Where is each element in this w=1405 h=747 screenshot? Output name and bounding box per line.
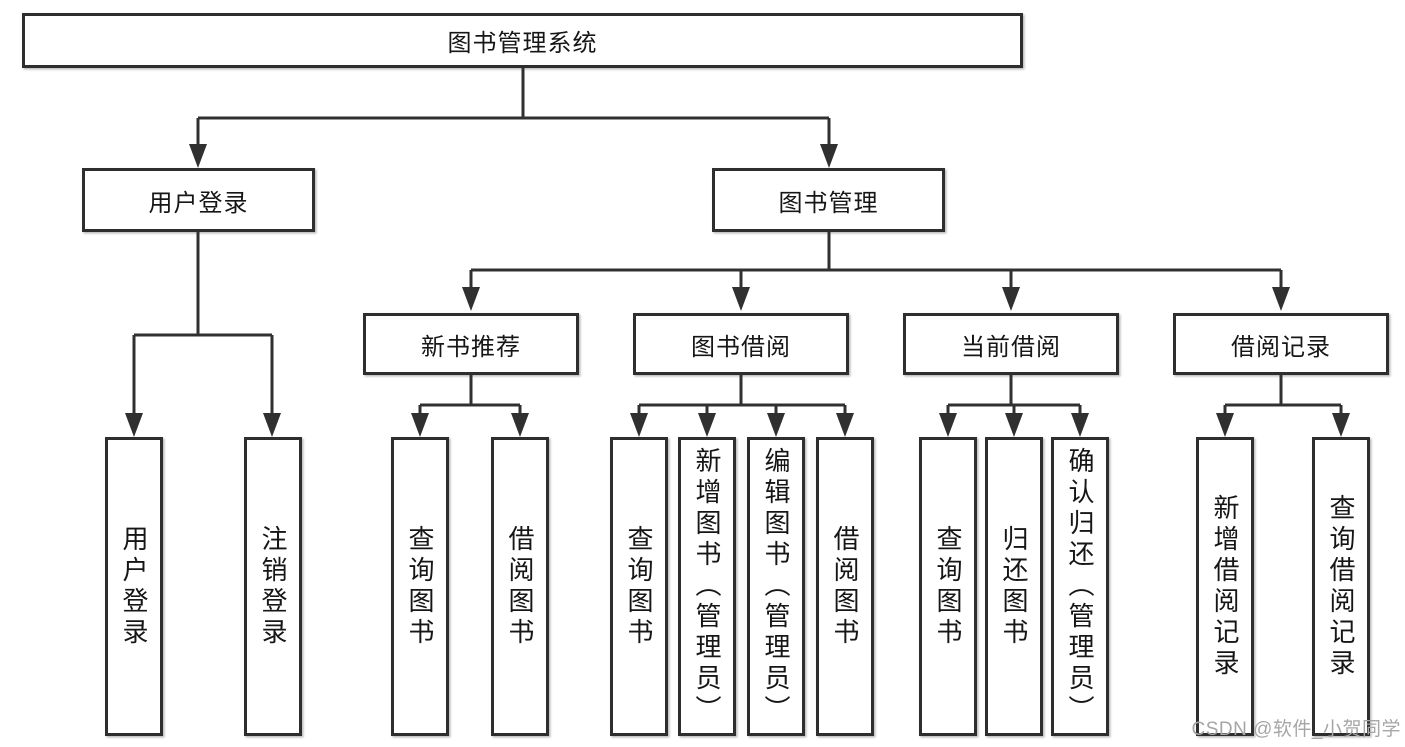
node-new-book-recommend: 新书推荐 bbox=[363, 313, 579, 375]
leaf-add-borrow-record: 新增借阅记录 bbox=[1196, 437, 1254, 736]
leaf-label: 借阅图书 bbox=[830, 524, 860, 649]
leaf-search-books-current: 查询图书 bbox=[919, 437, 977, 736]
leaf-add-books-admin: 新增图书（管理员） bbox=[678, 437, 736, 736]
node-user-login: 用户登录 bbox=[82, 168, 315, 232]
node-label: 图书管理系统 bbox=[447, 30, 598, 57]
node-label: 借阅记录 bbox=[1231, 333, 1331, 361]
node-label: 新书推荐 bbox=[421, 333, 521, 361]
leaf-label: 用户登录 bbox=[119, 524, 149, 649]
node-current-borrowing: 当前借阅 bbox=[903, 313, 1119, 375]
leaf-search-books-borrowing: 查询图书 bbox=[610, 437, 668, 736]
leaf-label: 查询图书 bbox=[624, 524, 654, 649]
leaf-label: 注销登录 bbox=[258, 524, 288, 649]
leaf-search-books-recommend: 查询图书 bbox=[391, 437, 449, 736]
arrowheads bbox=[125, 144, 1350, 437]
leaf-label: 编辑图书（管理员） bbox=[761, 447, 791, 726]
leaf-label: 确认归还（管理员） bbox=[1065, 447, 1095, 726]
leaf-user-login: 用户登录 bbox=[105, 437, 163, 736]
leaf-edit-books-admin: 编辑图书（管理员） bbox=[747, 437, 805, 736]
node-label: 图书管理 bbox=[778, 189, 879, 217]
leaf-label: 查询图书 bbox=[405, 524, 435, 649]
leaf-label: 归还图书 bbox=[999, 524, 1029, 649]
leaf-return-books: 归还图书 bbox=[985, 437, 1043, 736]
node-label: 用户登录 bbox=[148, 189, 249, 217]
leaf-search-borrow-record: 查询借阅记录 bbox=[1312, 437, 1370, 736]
leaf-borrow-books: 借阅图书 bbox=[816, 437, 874, 736]
leaf-logout: 注销登录 bbox=[244, 437, 302, 736]
leaf-confirm-return-admin: 确认归还（管理员） bbox=[1051, 437, 1109, 736]
node-label: 当前借阅 bbox=[961, 333, 1061, 361]
node-book-management: 图书管理 bbox=[712, 168, 945, 232]
leaf-label: 新增借阅记录 bbox=[1210, 493, 1240, 680]
node-library-management-system: 图书管理系统 bbox=[22, 13, 1023, 68]
node-borrowing-records: 借阅记录 bbox=[1173, 313, 1389, 375]
leaf-borrow-books-recommend: 借阅图书 bbox=[491, 437, 549, 736]
csdn-watermark: CSDN @软件_小贺同学 bbox=[1191, 719, 1401, 740]
leaf-label: 查询借阅记录 bbox=[1326, 493, 1356, 680]
node-book-borrowing: 图书借阅 bbox=[633, 313, 849, 375]
node-label: 图书借阅 bbox=[691, 333, 791, 361]
leaf-label: 借阅图书 bbox=[505, 524, 535, 649]
leaf-label: 查询图书 bbox=[933, 524, 963, 649]
leaf-label: 新增图书（管理员） bbox=[692, 447, 722, 726]
